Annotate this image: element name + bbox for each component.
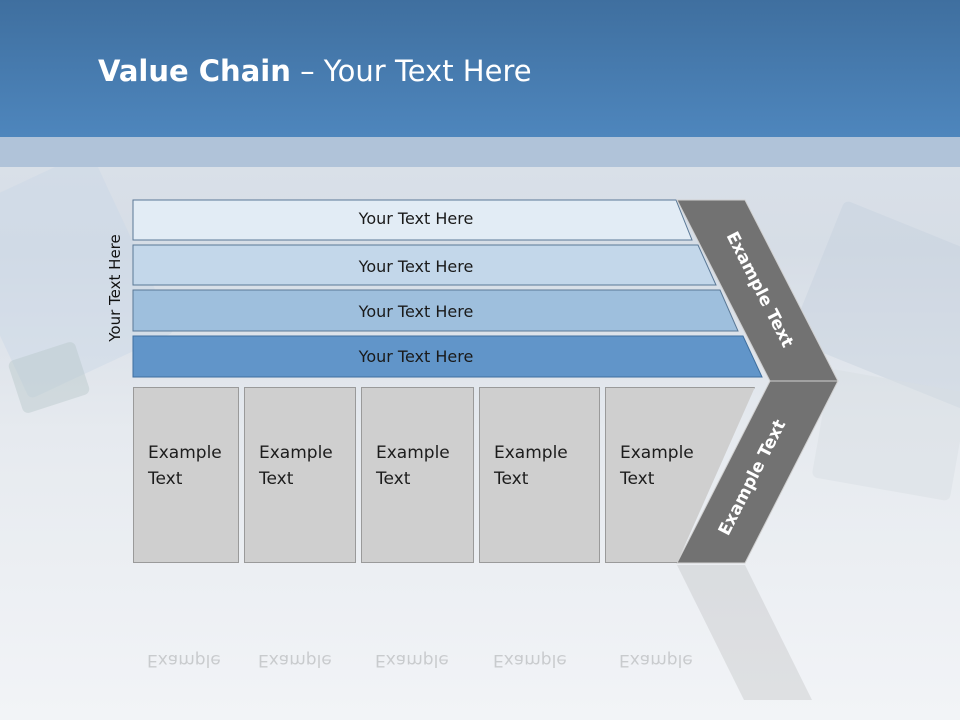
box-1-line2: Text: [148, 469, 183, 489]
reflection-3-text: Example: [375, 650, 449, 670]
reflection-1-text: Example: [147, 650, 221, 670]
box-3-line1: Example: [376, 443, 450, 463]
box-2-line1: Example: [259, 443, 333, 463]
box-4-line2: Text: [494, 469, 529, 489]
reflection-2: Example: [244, 565, 356, 685]
reflection-5-text: Example: [619, 650, 693, 670]
bar-3: [132, 289, 739, 332]
bar-2-label: Your Text Here: [358, 257, 474, 276]
reflection-4: Example: [479, 565, 600, 685]
bar-4-label: Your Text Here: [358, 347, 474, 366]
reflection-3: Example: [361, 565, 474, 685]
title-rest: – Your Text Here: [290, 54, 532, 88]
box-5-line2: Text: [620, 469, 655, 489]
header-band: [0, 137, 960, 167]
box-3-line2: Text: [376, 469, 411, 489]
box-4-line1: Example: [494, 443, 568, 463]
header-banner: [0, 0, 960, 137]
reflection-2-text: Example: [258, 650, 332, 670]
reflection-5: Example: [605, 565, 715, 685]
bar-1-label: Your Text Here: [358, 209, 474, 228]
reflection-4-text: Example: [493, 650, 567, 670]
slide-title: Value Chain – Your Text Here: [98, 54, 532, 88]
box-5-line1: Example: [620, 443, 694, 463]
bar-2: [132, 244, 717, 286]
reflection-1: Example: [133, 565, 239, 685]
chevron-lower: [676, 380, 839, 564]
box-2-line2: Text: [259, 469, 294, 489]
bar-3-label: Your Text Here: [358, 302, 474, 321]
box-1-line1: Example: [148, 443, 222, 463]
bar-1: [132, 199, 693, 241]
bar-4: [132, 335, 763, 378]
chevron-reflection: [677, 565, 812, 700]
title-bold: Value Chain: [98, 54, 291, 88]
